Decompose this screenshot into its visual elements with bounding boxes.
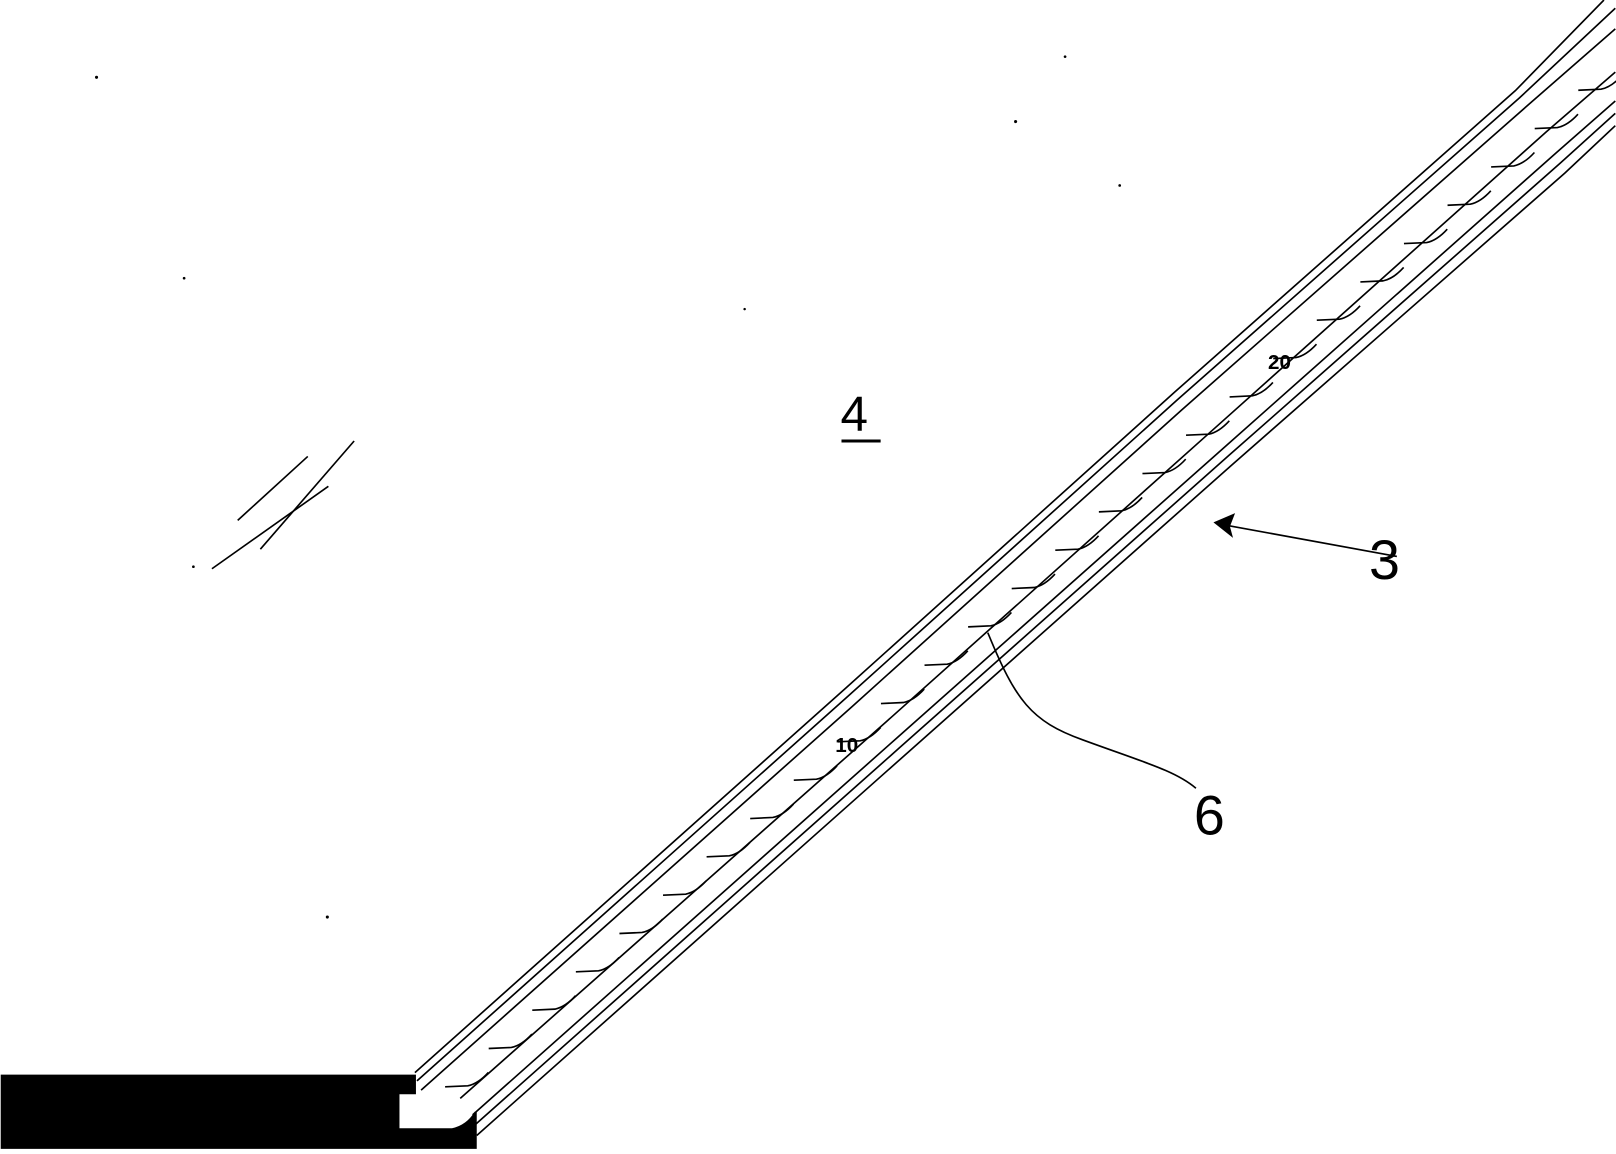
graduation-tick (663, 881, 706, 895)
scan-speckles (95, 55, 1121, 918)
graduation-tick (489, 1034, 532, 1048)
graduation-tick (1448, 191, 1491, 205)
graduation-tick (925, 651, 968, 665)
graduation-tick (707, 842, 750, 856)
graduation-label-6: 6 (1194, 785, 1225, 847)
base-block (1, 1075, 477, 1149)
strip-channel-line (460, 72, 1615, 1098)
graduation-tick (794, 766, 837, 780)
graduation-tick (1186, 421, 1229, 435)
graduation-tick (1491, 152, 1534, 166)
graduation-tick (445, 1072, 488, 1086)
graduation-tick (1142, 459, 1185, 473)
leader-to-graduation (988, 633, 1196, 789)
strip-upper-edge (415, 0, 1615, 1090)
graduation-tick (881, 689, 924, 703)
graduation-tick (619, 919, 662, 933)
region-label-4: 4 (840, 387, 868, 442)
graduation-tick (1404, 229, 1447, 243)
graduation-tick (750, 804, 793, 818)
strip-lower-edge (473, 101, 1616, 1135)
graduation-tick (576, 957, 619, 971)
break-hatch-marks (212, 441, 354, 569)
scale-mark-20: 20 (1268, 351, 1291, 374)
graduation-tick (968, 612, 1011, 626)
strip-label-3: 3 (1369, 529, 1400, 591)
graduation-tick (532, 996, 575, 1010)
graduation-tick (1535, 114, 1578, 128)
scale-mark-10: 10 (835, 734, 858, 757)
